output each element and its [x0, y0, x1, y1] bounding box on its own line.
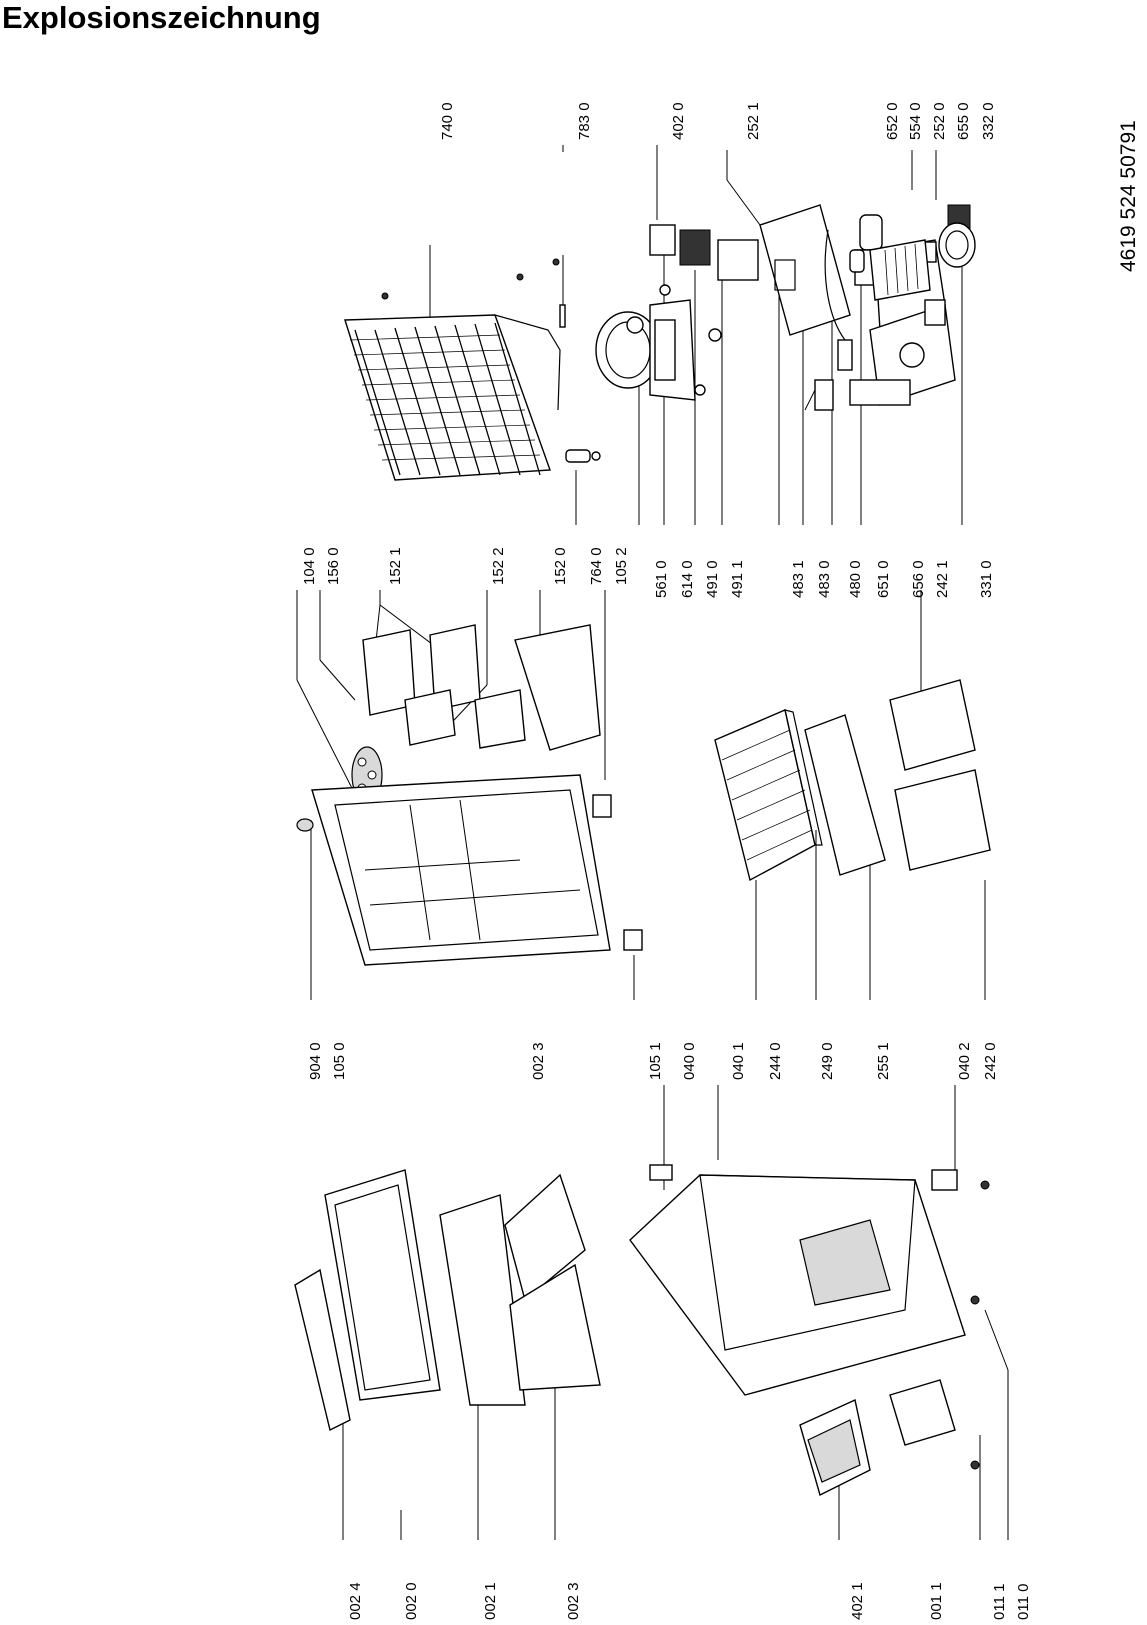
screw-icon — [970, 1180, 990, 1470]
ring-icon — [938, 222, 976, 268]
callout-label: 244 0 — [767, 1042, 784, 1080]
callout-label: 740 0 — [439, 102, 456, 140]
callout-label: 904 0 — [307, 1042, 324, 1080]
callout-label: 655 0 — [955, 102, 972, 140]
glass-panel-icon — [804, 714, 886, 876]
callout-label: 242 1 — [934, 560, 951, 598]
callout-label: 002 3 — [530, 1042, 547, 1080]
callout-label: 491 0 — [704, 560, 721, 598]
callout-label: 483 0 — [816, 560, 833, 598]
callout-label: 001 1 — [928, 1582, 945, 1620]
hinge-icon — [623, 929, 643, 951]
drawer-icon — [799, 1399, 871, 1497]
lamp-icon — [859, 214, 883, 251]
callout-label: 651 0 — [875, 560, 892, 598]
callout-label: 002 4 — [347, 1582, 364, 1620]
callout-label: 764 0 — [588, 547, 605, 585]
callout-label: 011 0 — [1015, 1584, 1032, 1620]
condenser-coil-icon — [344, 258, 561, 481]
callout-label: 242 0 — [982, 1042, 999, 1080]
cover-box-icon — [717, 239, 759, 281]
callout-label: 331 0 — [978, 560, 995, 598]
callout-label: 783 0 — [576, 102, 593, 140]
callout-label: 561 0 — [653, 560, 670, 598]
wiring-harness-icon — [804, 229, 853, 411]
document-number: 4619 524 50791 — [1117, 120, 1140, 272]
hinge-icon — [592, 794, 612, 818]
bracket-icon — [759, 204, 851, 336]
page-title: Explosionszeichnung — [2, 0, 321, 35]
door-liner-icon — [296, 774, 611, 966]
callout-label: 152 2 — [490, 547, 507, 585]
callout-label: 105 0 — [331, 1042, 348, 1080]
bulb-icon — [849, 249, 865, 273]
callout-label: 152 1 — [387, 547, 404, 585]
callout-label: 252 1 — [745, 102, 762, 140]
callout-label: 491 1 — [729, 560, 746, 598]
door-shelf-icon — [362, 624, 601, 751]
grommet-icon — [626, 316, 644, 334]
callout-label: 002 3 — [565, 1582, 582, 1620]
callouts-middle-upper: 104 0 156 0 152 1 152 2 152 0 764 0 105 … — [301, 547, 995, 598]
callout-label: 040 2 — [956, 1042, 973, 1080]
bracket-icon — [649, 1164, 673, 1181]
bracket-icon — [931, 1169, 958, 1191]
door-panel-icon — [294, 1169, 526, 1432]
callout-label: 104 0 — [301, 547, 318, 585]
callout-label: 002 1 — [482, 1582, 499, 1620]
callouts-middle-lower: 904 0 105 0 002 3 105 1 040 0 040 1 244 … — [307, 1042, 999, 1080]
callout-label: 002 0 — [403, 1582, 420, 1620]
callout-label: 105 2 — [613, 547, 630, 585]
callout-label: 332 0 — [980, 102, 997, 140]
callouts-bottom-row: 002 4 002 0 002 1 002 3 402 1 001 1 011 … — [347, 1582, 1032, 1620]
callout-label: 614 0 — [679, 560, 696, 598]
callout-label: 011 1 — [991, 1584, 1008, 1620]
relay-icon — [649, 224, 676, 256]
door-lining-icon — [504, 1173, 601, 1391]
capillary-icon — [565, 449, 601, 463]
pin-icon — [559, 304, 566, 328]
overload-icon — [679, 229, 711, 266]
callout-label: 105 1 — [647, 1042, 664, 1080]
callout-label: 252 0 — [931, 102, 948, 140]
callout-label: 255 1 — [875, 1042, 892, 1080]
callout-label: 040 1 — [730, 1042, 747, 1080]
callout-label: 249 0 — [819, 1042, 836, 1080]
crisper-drawer-icon — [889, 679, 991, 871]
callout-label: 402 1 — [849, 1582, 866, 1620]
callout-label: 152 0 — [552, 547, 569, 585]
light-cover-icon — [869, 239, 931, 301]
callout-label: 040 0 — [681, 1042, 698, 1080]
compressor-icon — [595, 284, 722, 401]
callout-label: 656 0 — [910, 560, 927, 598]
wire-shelf-icon — [714, 709, 823, 882]
callout-label: 156 0 — [325, 547, 342, 585]
callout-label: 554 0 — [907, 102, 924, 140]
cabinet-body-icon — [629, 1174, 966, 1446]
callout-label: 402 0 — [670, 102, 687, 140]
callouts-top-row: 740 0 783 0 402 0 252 1 652 0 554 0 252 … — [439, 102, 997, 140]
callout-label: 480 0 — [847, 560, 864, 598]
callout-label: 483 1 — [790, 560, 807, 598]
callout-label: 652 0 — [884, 102, 901, 140]
